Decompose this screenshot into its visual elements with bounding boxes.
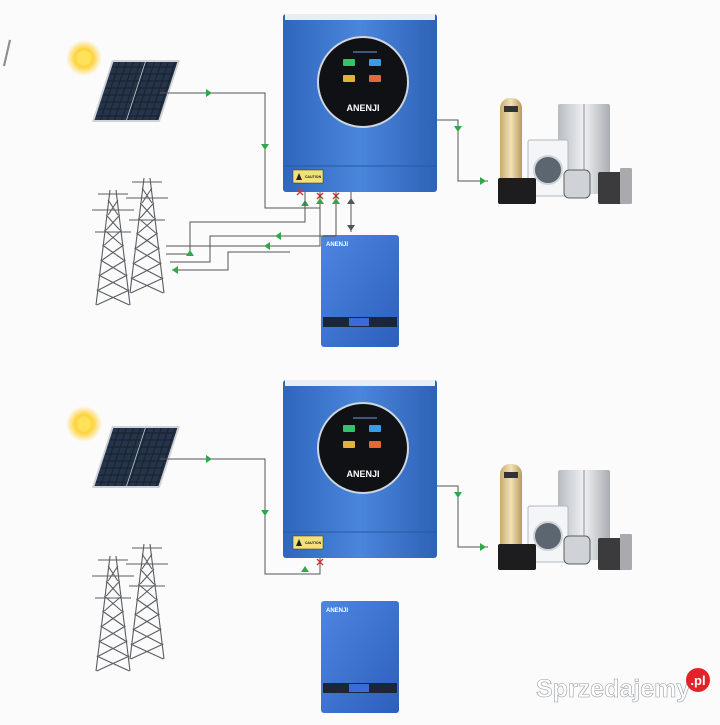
- transmission-tower-right: [126, 543, 168, 660]
- display-indicator: [369, 425, 381, 432]
- flow-arrow: [480, 543, 486, 551]
- blocked-mark: [296, 188, 304, 196]
- kettle-icon: [620, 534, 632, 570]
- wire: [166, 192, 321, 255]
- air-conditioner-icon: [500, 98, 522, 203]
- inverter-top-edge: [285, 14, 435, 20]
- scenario-bottom: ANENJI CAUTION ANENJI: [3, 39, 632, 713]
- inverter-top-edge: [285, 380, 435, 386]
- microwave-icon: [498, 544, 536, 570]
- flow-arrow: [186, 250, 194, 256]
- display-indicator: [343, 59, 355, 66]
- transmission-tower-right: [126, 177, 168, 294]
- watermark-suffix: .pl: [690, 673, 705, 688]
- inverter-display: [317, 402, 409, 494]
- kettle-icon: [620, 168, 632, 204]
- panel-stand: [3, 39, 11, 67]
- blocked-mark: [316, 558, 324, 566]
- transmission-tower-left: [92, 555, 134, 672]
- battery-body: [321, 601, 399, 713]
- flow-arrow: [172, 266, 178, 274]
- battery-screen: [349, 318, 369, 326]
- inverter: ANENJI CAUTION: [283, 14, 437, 192]
- battery-screen: [349, 684, 369, 692]
- flow-arrow: [454, 492, 462, 498]
- battery-body: [321, 235, 399, 347]
- battery: ANENJI: [321, 601, 399, 713]
- display-indicator: [369, 59, 381, 66]
- flow-arrow: [316, 198, 324, 204]
- flow-arrow: [480, 177, 486, 185]
- watermark-badge-icon: [686, 668, 710, 692]
- air-conditioner-icon: [500, 464, 522, 569]
- caution-label: CAUTION: [305, 175, 322, 179]
- caution-label: CAUTION: [305, 541, 322, 545]
- microwave-icon: [498, 178, 536, 204]
- wire: [170, 192, 337, 263]
- battery-brand: ANENJI: [326, 608, 348, 614]
- inverter-brand: ANENJI: [346, 469, 379, 479]
- flow-arrow: [454, 126, 462, 132]
- solar-panel: [92, 60, 180, 122]
- rice-cooker-icon: [563, 535, 591, 565]
- inverter-display: [317, 36, 409, 128]
- battery: ANENJI: [321, 235, 399, 347]
- flow-arrow: [264, 242, 270, 250]
- wire: [437, 119, 488, 182]
- inverter: ANENJI CAUTION: [283, 380, 437, 558]
- flow-arrow: [332, 198, 340, 204]
- flow-arrow: [206, 455, 212, 463]
- display-indicator: [343, 425, 355, 432]
- home-appliances: [498, 98, 632, 204]
- flow-arrow: [261, 510, 269, 516]
- wire: [437, 485, 488, 548]
- flow-arrow: [347, 198, 355, 204]
- flow-arrow: [301, 566, 309, 572]
- watermark-text: Sprzedajemy: [536, 675, 690, 703]
- display-indicator: [343, 75, 355, 82]
- transmission-tower-left: [92, 189, 134, 306]
- display-indicator: [343, 441, 355, 448]
- display-indicator: [369, 441, 381, 448]
- flow-arrow: [261, 144, 269, 150]
- wire: [166, 192, 306, 247]
- scenario-top: ANENJI CAUTION ANENJI: [3, 14, 632, 347]
- solar-panel: [92, 426, 180, 488]
- flow-arrow: [275, 232, 281, 240]
- warning-icon: [296, 173, 302, 180]
- warning-icon: [296, 539, 302, 546]
- battery-brand: ANENJI: [326, 242, 348, 248]
- rice-cooker-icon: [563, 169, 591, 199]
- watermark: Sprzedajemy .pl: [536, 668, 710, 703]
- flow-arrow: [206, 89, 212, 97]
- inverter-brand: ANENJI: [346, 103, 379, 113]
- display-indicator: [369, 75, 381, 82]
- home-appliances: [498, 464, 632, 570]
- wire: [172, 251, 290, 271]
- wire: [160, 458, 321, 575]
